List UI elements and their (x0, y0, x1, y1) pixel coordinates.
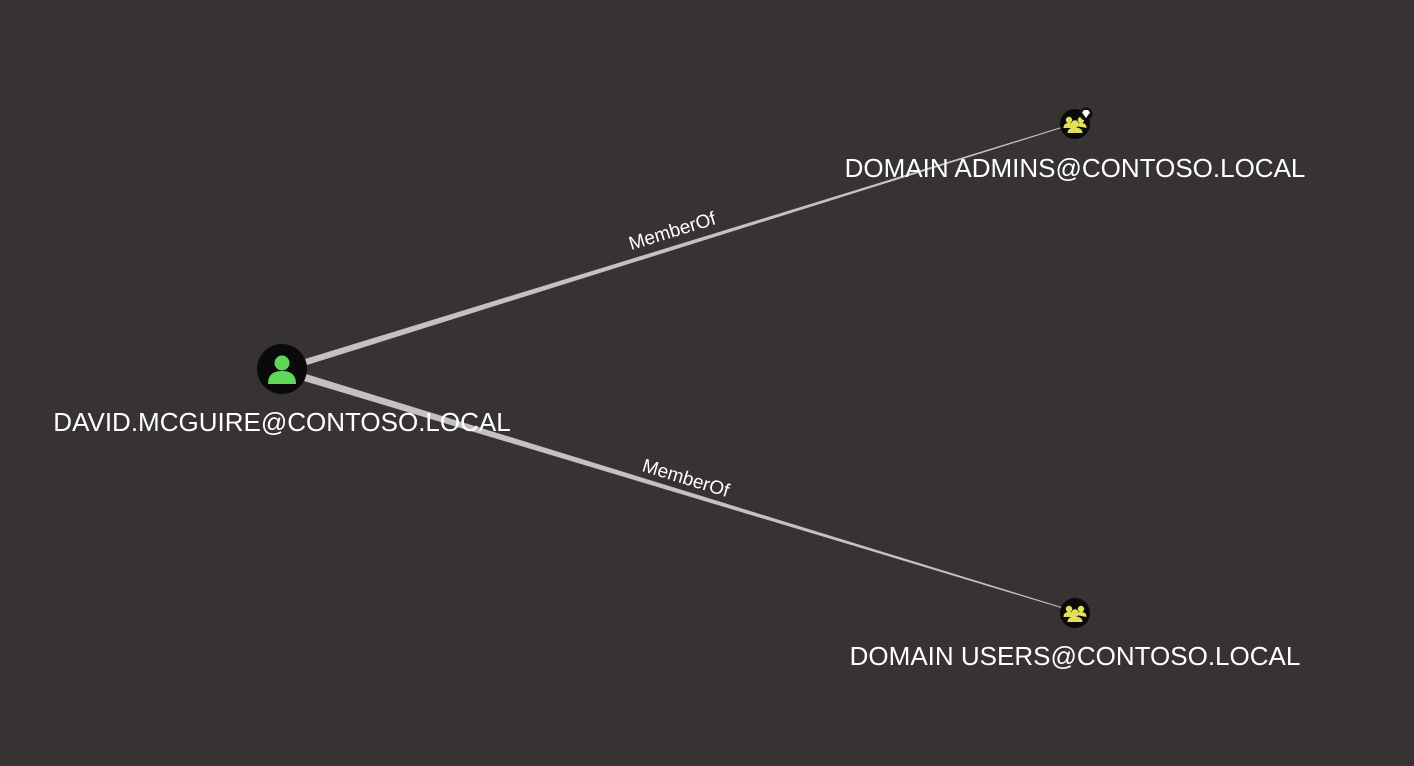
node-domain-users[interactable]: DOMAIN USERS@CONTOSO.LOCAL (850, 598, 1301, 671)
edge-line[interactable] (305, 125, 1068, 365)
node-user[interactable]: DAVID.MCGUIRE@CONTOSO.LOCAL (53, 344, 511, 437)
node-domain-admins[interactable]: DOMAIN ADMINS@CONTOSO.LOCAL (845, 107, 1306, 184)
edge-line[interactable] (304, 374, 1068, 610)
node-label: DOMAIN USERS@CONTOSO.LOCAL (850, 641, 1301, 671)
node-label: DAVID.MCGUIRE@CONTOSO.LOCAL (53, 407, 510, 437)
high-value-diamond-icon (1079, 107, 1093, 121)
node-label: DOMAIN ADMINS@CONTOSO.LOCAL (845, 153, 1306, 183)
